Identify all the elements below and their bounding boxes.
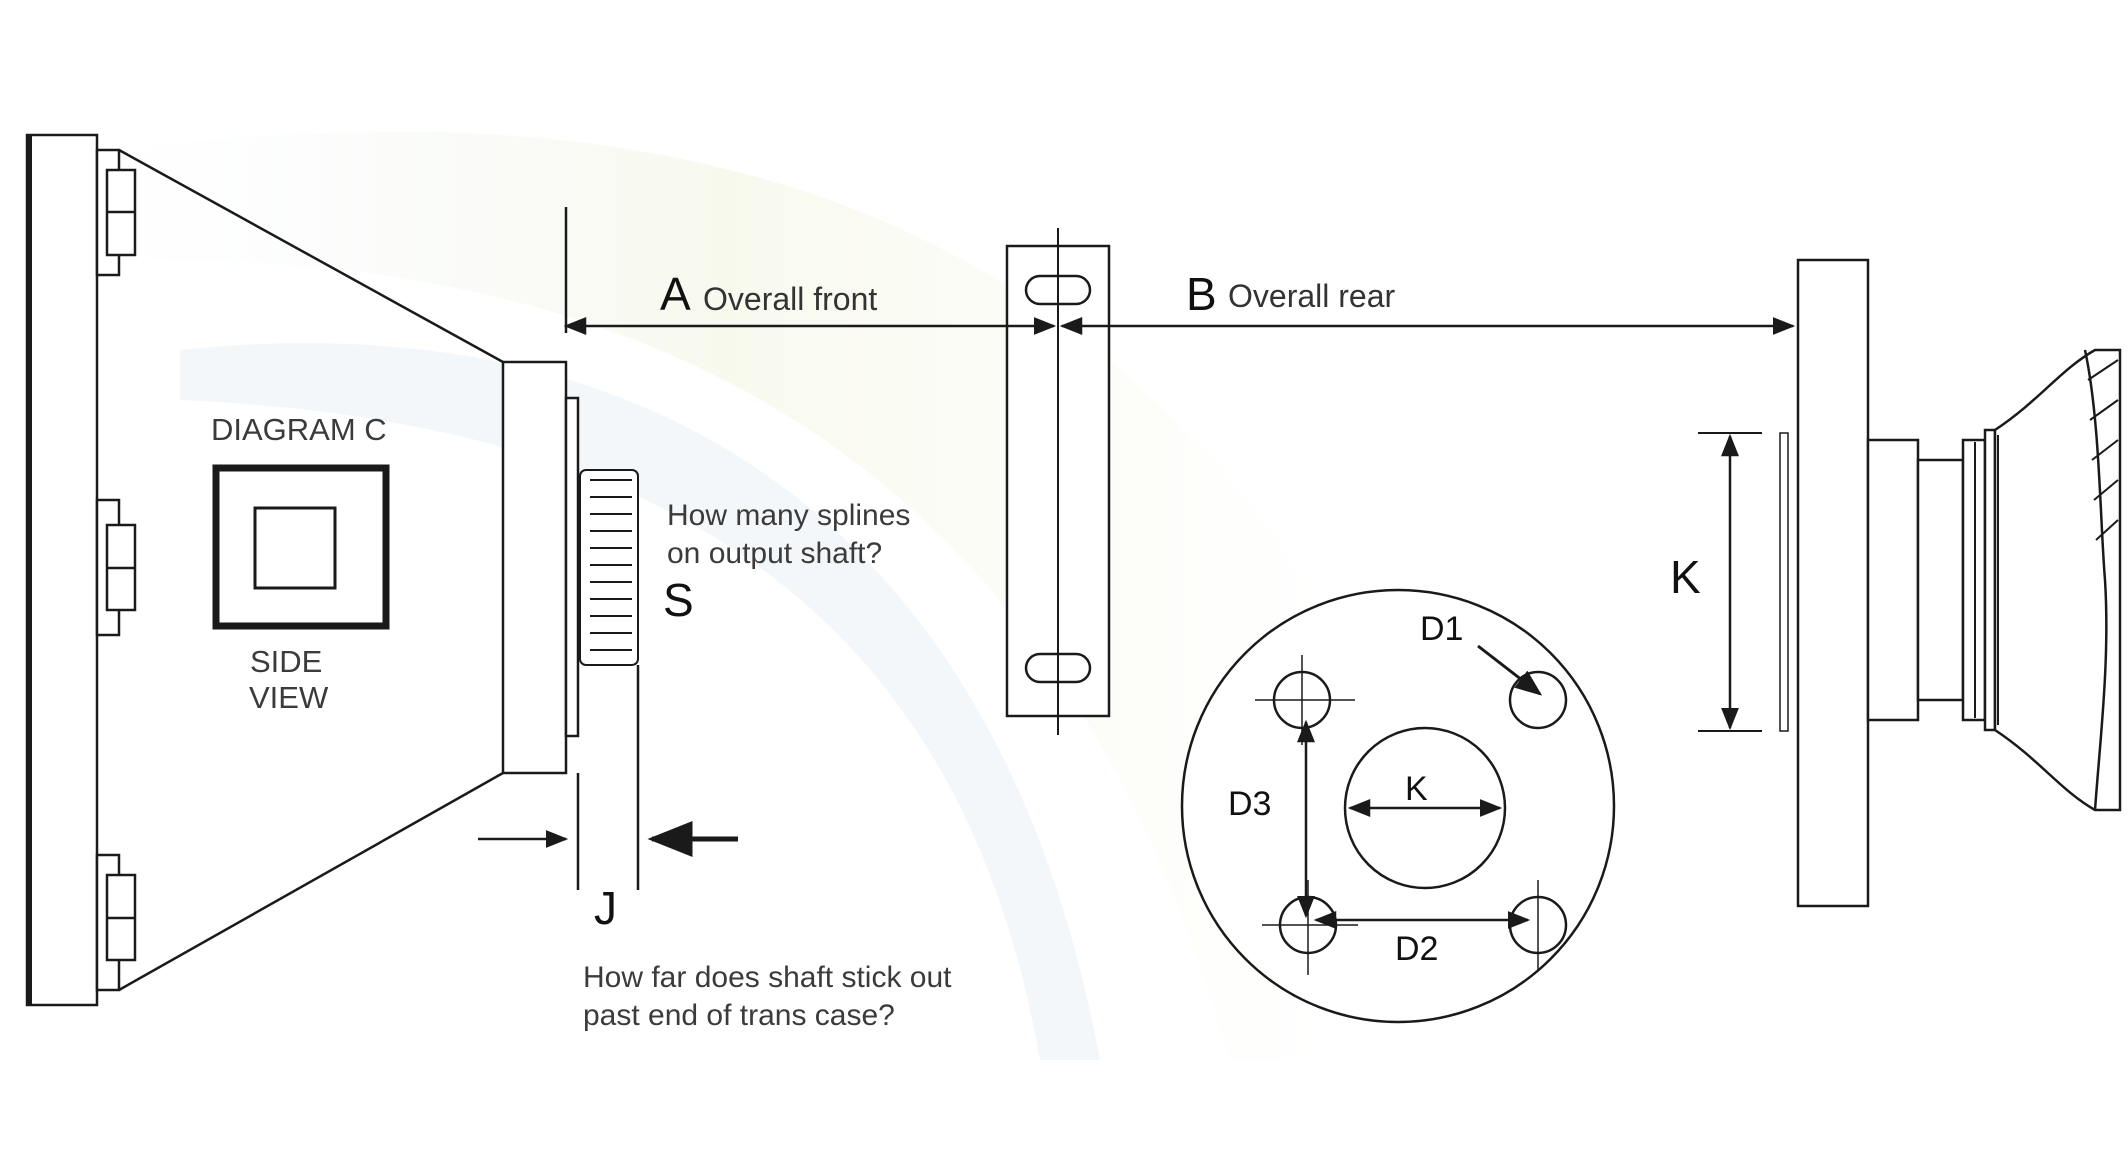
shaft-question-line1: How far does shaft stick out — [583, 961, 952, 994]
background-swoosh-light — [180, 343, 1100, 1061]
flange-d3-label: D3 — [1228, 785, 1271, 823]
dimension-j-lines — [478, 665, 738, 890]
side-view-label-line2: VIEW — [249, 680, 329, 715]
splines-question-line2: on output shaft? — [667, 537, 882, 570]
dimension-a-caption: Overall front — [703, 281, 877, 317]
transmission-housing — [25, 133, 580, 1007]
flange-d1-label: D1 — [1420, 610, 1463, 648]
diagram-c-icon — [212, 464, 390, 630]
housing-bolt-top — [95, 148, 137, 277]
flange-center-bore — [1343, 726, 1507, 890]
dimension-b-letter: B — [1186, 268, 1217, 320]
housing-bolt-middle — [95, 498, 137, 637]
dimension-b-caption: Overall rear — [1228, 278, 1396, 314]
flange-k-label: K — [1405, 770, 1428, 808]
housing-bolt-bottom — [95, 853, 137, 992]
flange-face-view — [1180, 588, 1616, 1024]
dimension-k-side-letter: K — [1670, 551, 1701, 603]
side-view-label-line1: SIDE — [250, 644, 322, 679]
flange-d2-label: D2 — [1395, 930, 1438, 968]
dimension-s-letter: S — [663, 574, 694, 626]
splines-question-line1: How many splines — [667, 499, 910, 532]
dimension-j-letter: J — [594, 882, 617, 934]
output-shaft-splines — [579, 469, 639, 666]
center-support-bracket — [1005, 228, 1111, 735]
rear-axle-flange — [1779, 258, 2122, 908]
shaft-question-line2: past end of trans case? — [583, 999, 895, 1032]
dimension-a-letter: A — [660, 268, 691, 320]
dimension-k-side — [1698, 432, 1762, 732]
diagram-title: DIAGRAM C — [211, 412, 387, 447]
